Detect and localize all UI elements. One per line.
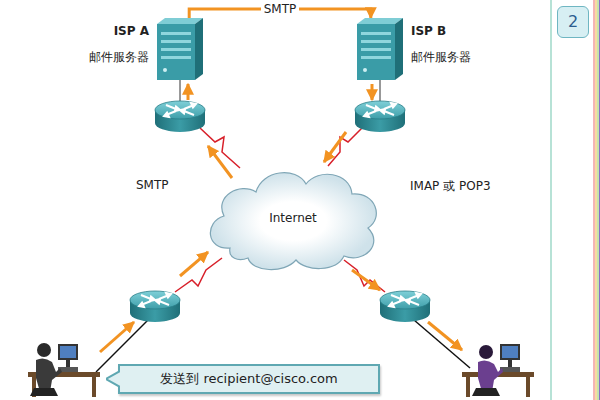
step-number: 2 — [568, 12, 578, 31]
mail-server: ISP B邮件服务器 — [357, 18, 403, 80]
server-caption: 邮件服务器 — [89, 50, 149, 64]
server-caption: 邮件服务器 — [411, 50, 471, 64]
step-badge: 2 — [557, 6, 589, 38]
send-callout: 发送到 recipient@cisco.com — [118, 364, 380, 394]
server-icon — [357, 18, 403, 80]
callout-text: 发送到 recipient@cisco.com — [160, 371, 337, 387]
internet-cloud: Internet — [200, 160, 386, 276]
isp-name: ISP B — [411, 24, 446, 38]
server-icon — [157, 18, 203, 80]
cloud-label: Internet — [269, 211, 317, 225]
mail-server: ISP A邮件服务器 — [157, 18, 203, 80]
callout-pointer — [106, 371, 120, 387]
protocol-label: IMAP 或 POP3 — [410, 178, 491, 195]
isp-name: ISP A — [114, 24, 149, 38]
left-user — [28, 343, 100, 397]
protocol-label: SMTP — [136, 178, 169, 192]
edge-label: SMTP — [261, 2, 300, 16]
right-user — [462, 344, 534, 397]
